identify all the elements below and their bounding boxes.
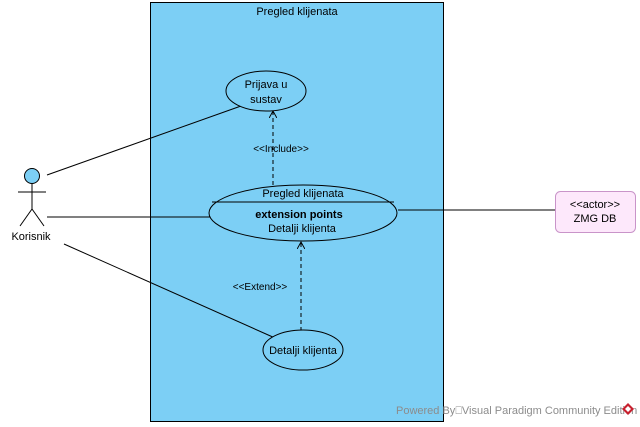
association-login[interactable]	[46, 105, 242, 176]
use-case-login-ellipse	[225, 70, 307, 112]
actor-label: Korisnik	[11, 231, 51, 243]
actor-zmg-db-stereotype: <<actor>>	[570, 199, 620, 211]
use-case-login-line1: Prijava u	[245, 79, 288, 91]
actor-left-leg	[19, 208, 33, 227]
extension-points-heading: extension points	[255, 209, 342, 221]
use-case-details-label: Detalji klijenta	[269, 345, 338, 357]
footer-separator: ⎕	[455, 405, 462, 417]
actor-zmg-db-box	[555, 191, 636, 233]
footer-powered-by: Powered By	[396, 405, 456, 417]
actor-right-leg	[31, 208, 45, 227]
footer-product: Visual Paradigm Community Edition	[462, 405, 637, 417]
association-details[interactable]	[63, 243, 276, 339]
visual-paradigm-logo-icon	[622, 403, 634, 415]
use-case-overview-ellipse	[208, 184, 398, 242]
system-title: Pregled klijenata	[256, 6, 338, 18]
actor-zmg-db-label: ZMG DB	[574, 213, 617, 225]
use-case-login-line2: sustav	[250, 94, 282, 106]
footer-text: Powered By⎕Visual Paradigm Community Edi…	[396, 405, 637, 417]
actor-korisnik[interactable]: Korisnik	[11, 168, 51, 244]
use-case-overview-title: Pregled klijenata	[262, 188, 344, 200]
use-case-details[interactable]: Detalji klijenta	[262, 329, 344, 371]
extension-point-item: Detalji klijenta	[268, 223, 337, 235]
include-label: <<Include>>	[253, 144, 309, 155]
actor-zmg-db[interactable]: <<actor>> ZMG DB	[555, 191, 636, 233]
use-case-login[interactable]: Prijava u sustav	[225, 70, 307, 112]
actor-head	[24, 168, 40, 184]
use-case-overview[interactable]: Pregled klijenata extension points Detal…	[208, 184, 398, 242]
extend-label: <<Extend>>	[233, 282, 288, 293]
use-case-details-ellipse	[262, 329, 344, 371]
footer-watermark: Powered By⎕Visual Paradigm Community Edi…	[396, 403, 637, 417]
